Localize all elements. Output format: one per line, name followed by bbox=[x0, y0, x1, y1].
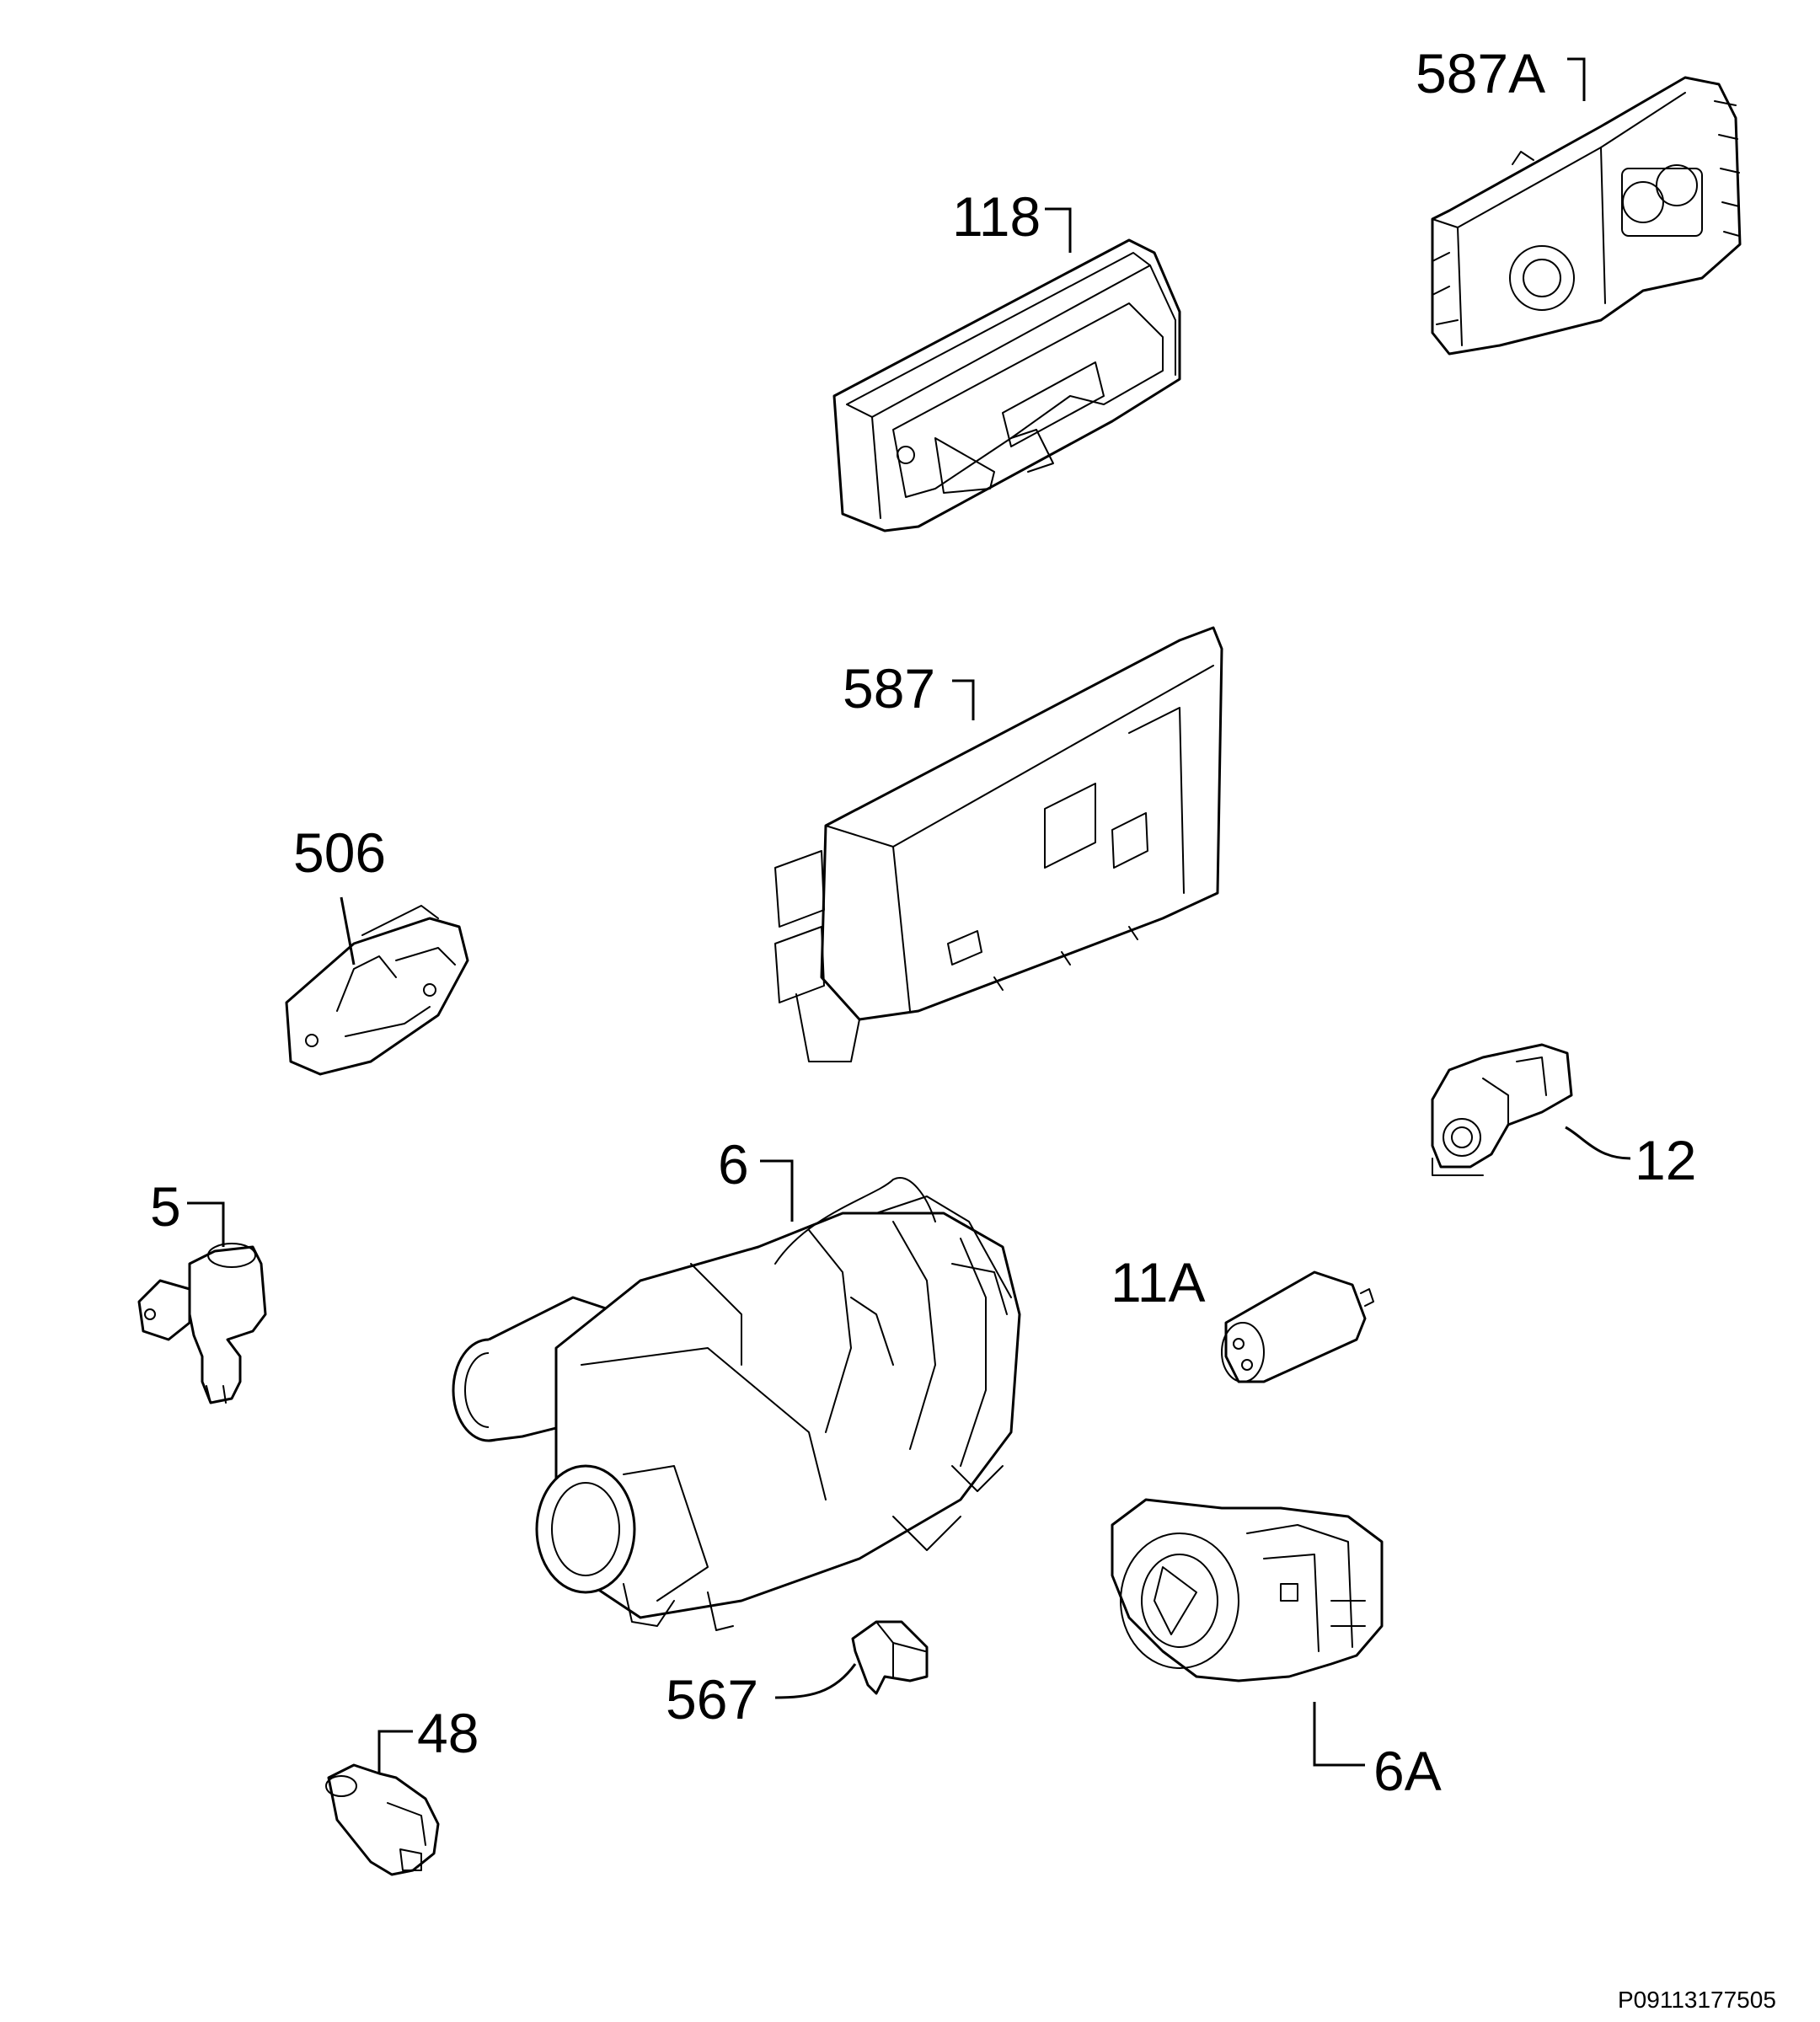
part-label-567: 567 bbox=[666, 1668, 758, 1730]
part-11a-drawing bbox=[1221, 1270, 1374, 1383]
part-6a-drawing bbox=[1111, 1498, 1384, 1682]
part-label-12: 12 bbox=[1635, 1129, 1696, 1191]
leader-5 bbox=[187, 1201, 225, 1247]
part-label-506: 506 bbox=[293, 821, 386, 884]
part-5-drawing bbox=[137, 1243, 267, 1404]
part-567-drawing bbox=[851, 1620, 929, 1695]
diagram-reference-code: P09113177505 bbox=[1618, 1987, 1776, 2013]
leader-48 bbox=[377, 1730, 413, 1773]
part-587a-drawing bbox=[1431, 76, 1742, 356]
part-12-drawing bbox=[1431, 1043, 1573, 1176]
leader-506 bbox=[340, 896, 356, 966]
part-label-5: 5 bbox=[150, 1175, 181, 1238]
part-label-6: 6 bbox=[718, 1133, 749, 1196]
part-118-drawing bbox=[832, 238, 1181, 532]
part-label-6a: 6A bbox=[1373, 1740, 1442, 1802]
leader-118 bbox=[1045, 207, 1072, 253]
part-506-drawing bbox=[285, 905, 469, 1076]
leader-587a bbox=[1567, 57, 1586, 101]
part-587-drawing bbox=[774, 626, 1223, 1062]
part-label-48: 48 bbox=[417, 1702, 479, 1764]
part-48-drawing bbox=[325, 1763, 440, 1876]
leader-12 bbox=[1565, 1126, 1631, 1160]
part-label-11a: 11A bbox=[1111, 1251, 1206, 1313]
leader-6a bbox=[1313, 1702, 1365, 1767]
leader-6 bbox=[760, 1159, 794, 1222]
part-label-118: 118 bbox=[952, 185, 1041, 248]
part-label-587a: 587A bbox=[1416, 42, 1545, 104]
leader-567 bbox=[774, 1663, 857, 1699]
leader-587 bbox=[952, 679, 975, 720]
part-label-587: 587 bbox=[843, 657, 935, 719]
part-6-drawing bbox=[452, 1177, 1021, 1631]
